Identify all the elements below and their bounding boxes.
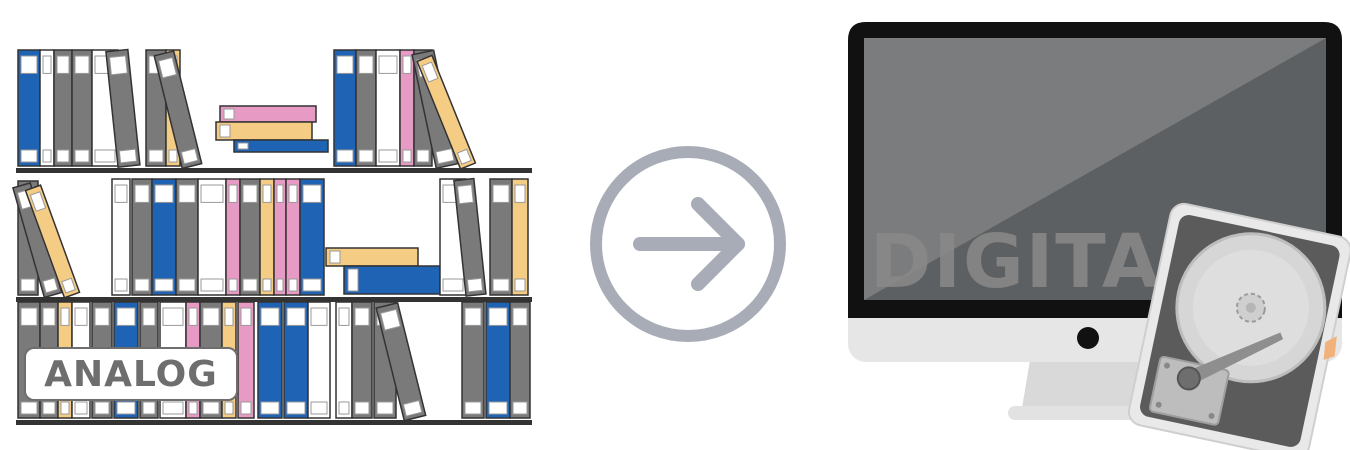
analog-label: ANALOG — [24, 347, 238, 401]
hard-disk-drive-icon — [1126, 201, 1350, 450]
